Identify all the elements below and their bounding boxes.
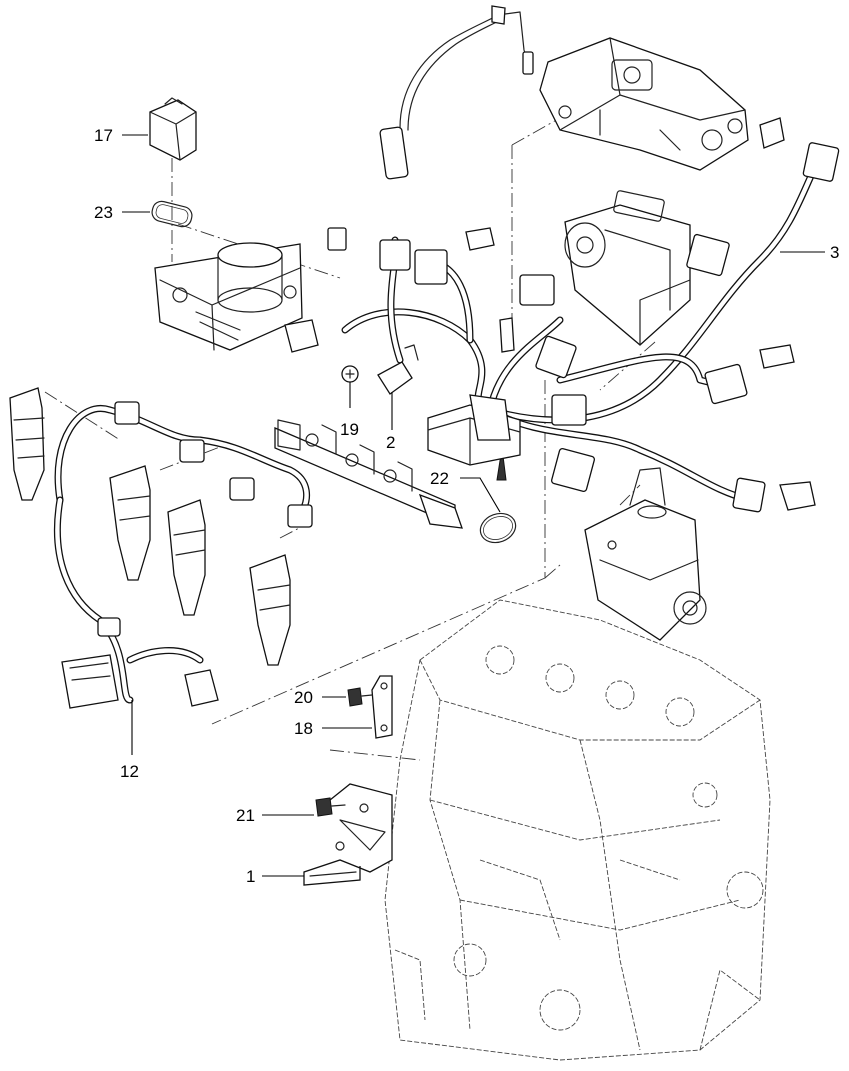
central-connector-block: [427, 394, 521, 466]
exhaust-temperature-sensor: [399, 5, 534, 131]
part-17-cap: [149, 97, 197, 161]
part-20-bolt: [347, 687, 373, 707]
callout-17: 17: [94, 126, 113, 145]
engine-block: [384, 599, 771, 1061]
injector-3: [167, 499, 206, 616]
part-18-bracket: [371, 675, 393, 739]
intake-manifold: [539, 37, 749, 171]
injector-2: [109, 465, 151, 581]
part-23-seal: [151, 200, 193, 228]
assembly-reference-lines: [44, 117, 656, 761]
fuel-injectors: [9, 387, 291, 666]
callout-21: 21: [236, 806, 255, 825]
callout-3: 3: [830, 243, 839, 262]
part-3-main-wiring-harness: [341, 156, 822, 504]
high-pressure-fuel-pump: [584, 467, 707, 641]
fuel-rail: [274, 419, 463, 529]
injector-harness-plugs: [97, 401, 313, 637]
callout-18: 18: [294, 719, 313, 738]
part-19-bolt: [341, 365, 359, 383]
throttle-body: [154, 242, 303, 351]
callout-19: 19: [340, 420, 359, 439]
callout-22: 22: [430, 469, 449, 488]
part-1-bracket: [303, 783, 393, 886]
part-2-harness-clip: [377, 344, 419, 395]
injector-4: [249, 554, 291, 666]
callout-23: 23: [94, 203, 113, 222]
part-22-o-ring: [479, 447, 517, 544]
callout-labels: 17 23 3 19 2 22 20 18 12 21 1: [94, 126, 839, 886]
callout-2: 2: [386, 433, 395, 452]
callout-1: 1: [246, 867, 255, 886]
callout-12: 12: [120, 762, 139, 781]
part-21-bolt: [315, 797, 346, 817]
harness-connectors: [284, 117, 840, 513]
callout-20: 20: [294, 688, 313, 707]
egr-valve: [564, 190, 691, 346]
callout-leader-lines: [122, 134, 825, 877]
injector-1: [9, 387, 45, 501]
